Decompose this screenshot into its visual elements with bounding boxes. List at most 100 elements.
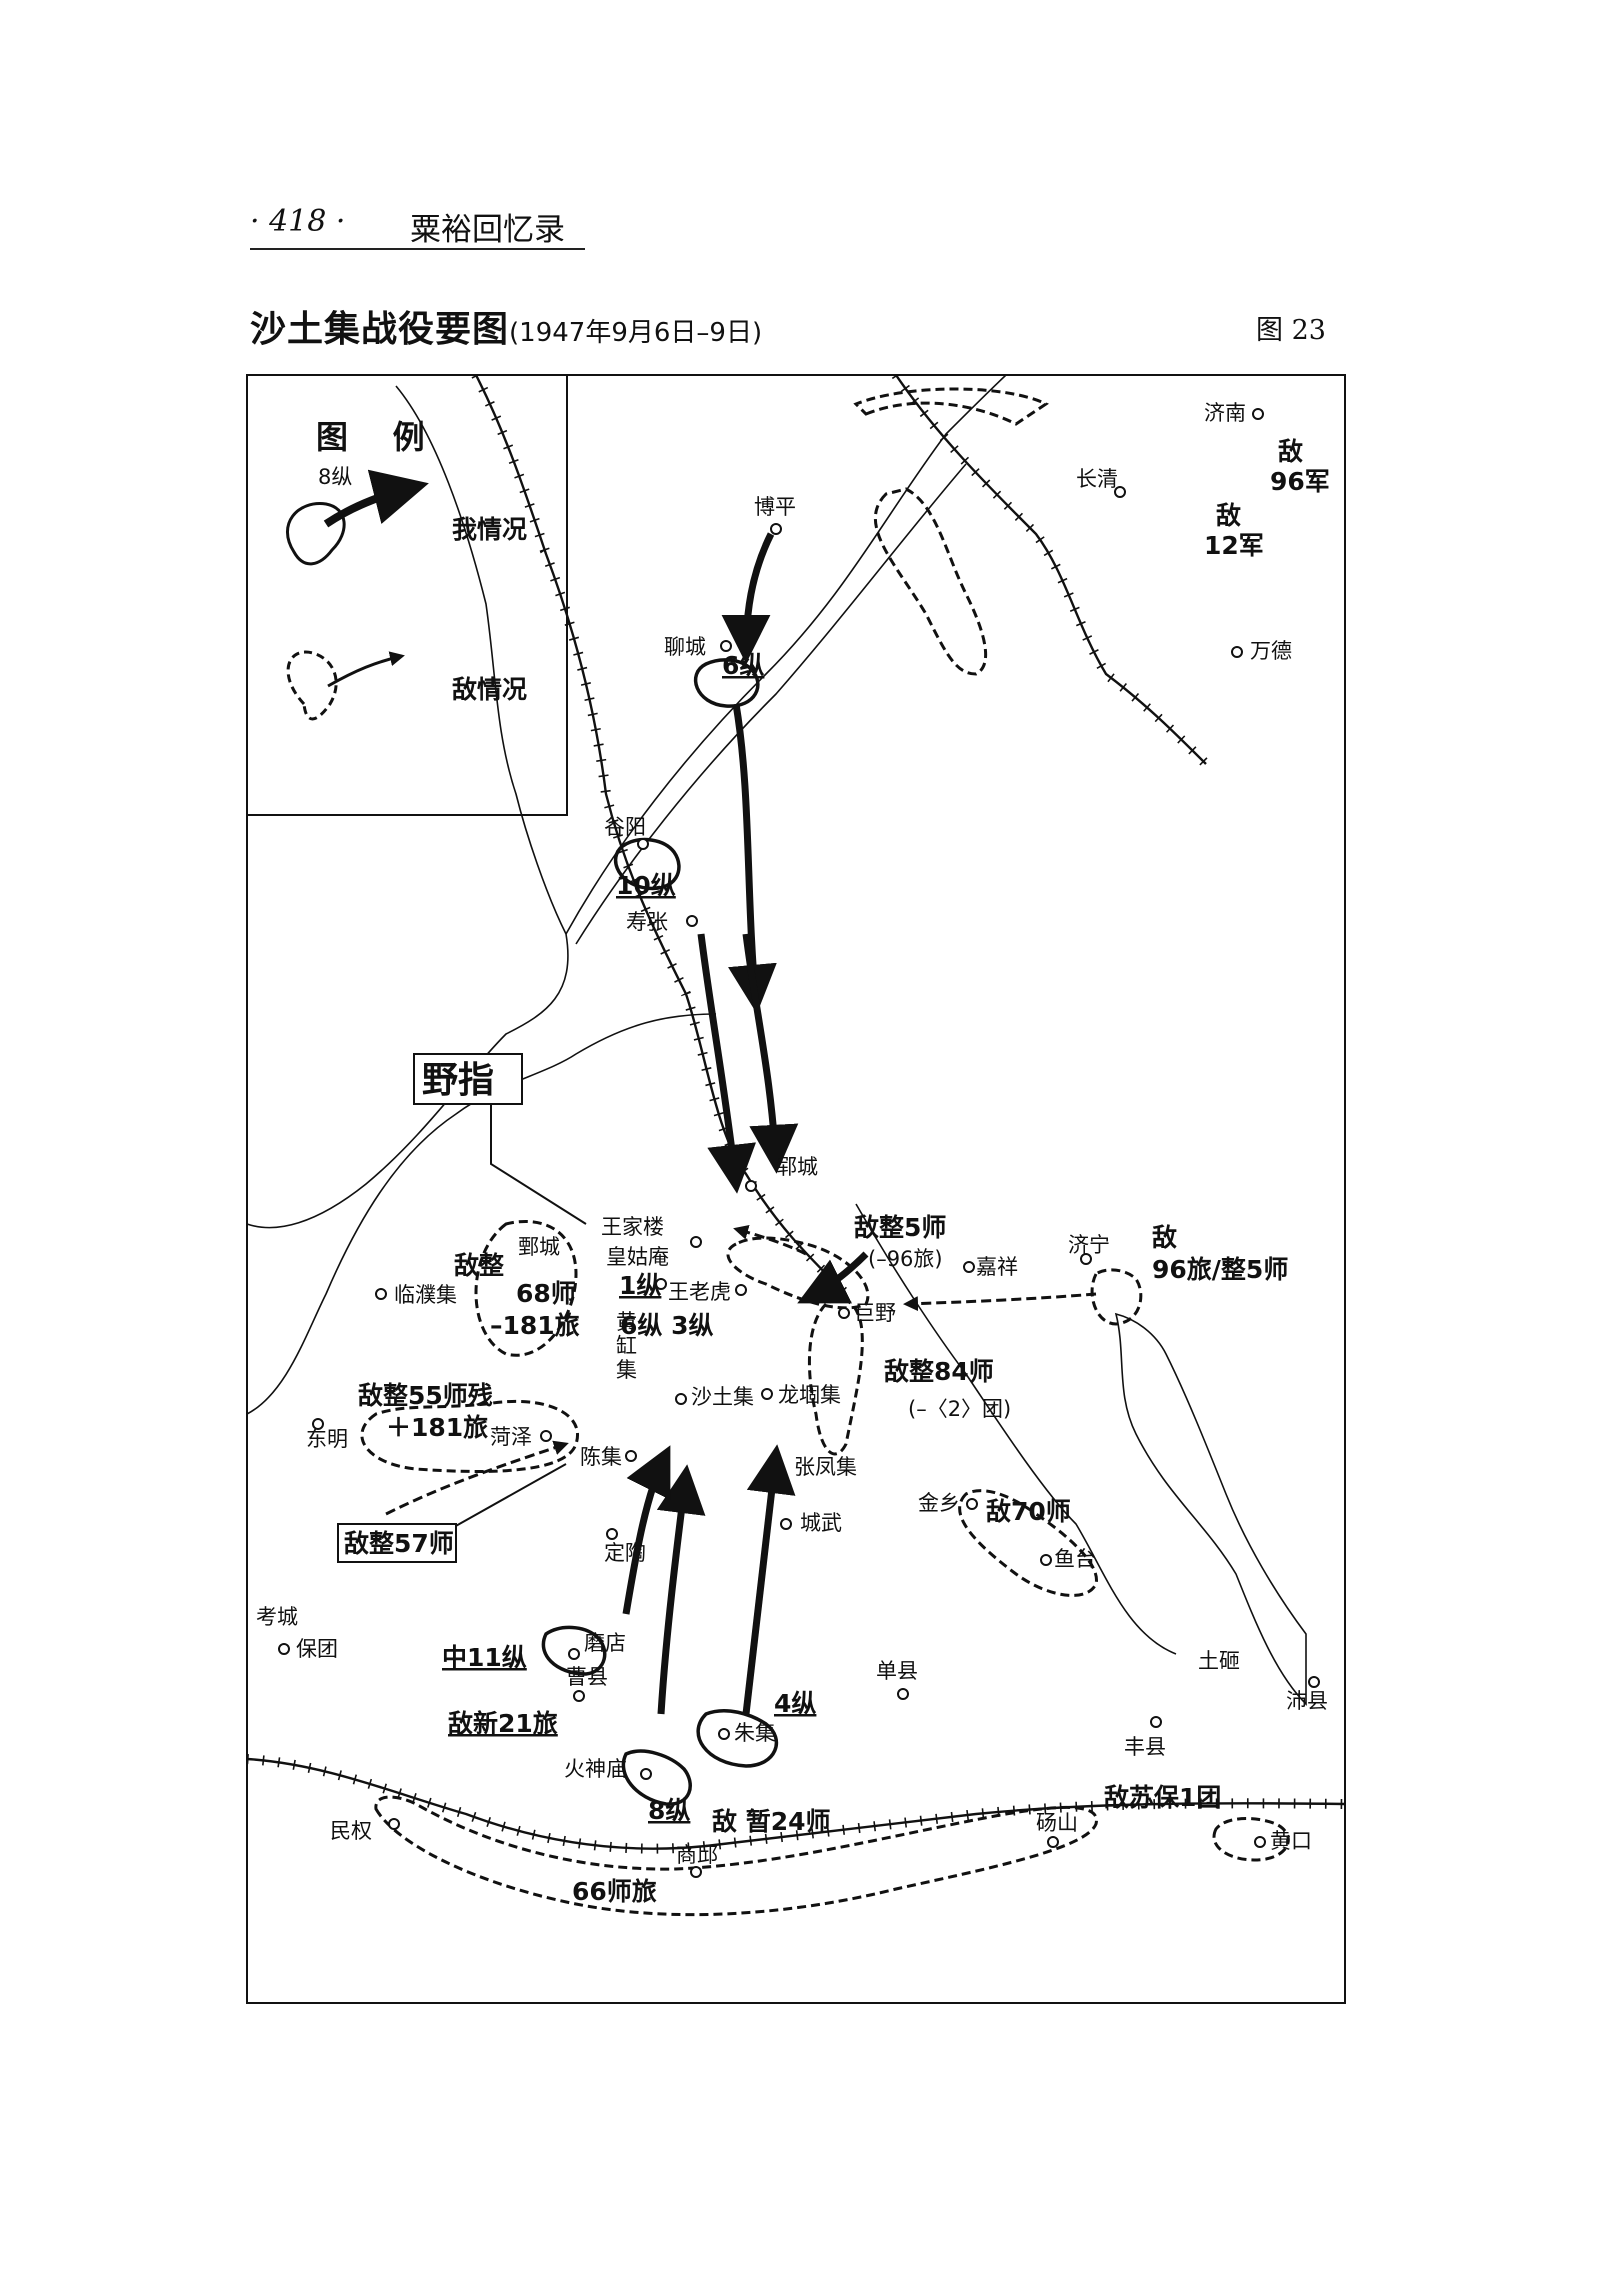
fengxian-marker <box>1150 1716 1162 1728</box>
place-shanxian: 单县 <box>876 1659 918 1683</box>
arrow-57shi <box>385 1440 569 1516</box>
place-liaocheng: 聊城 <box>664 635 706 659</box>
place-baotuan: 保团 <box>296 1637 338 1661</box>
57shi-box <box>337 1523 457 1563</box>
liaocheng-marker <box>720 640 732 652</box>
place-chenji: 陈集 <box>580 1445 622 1469</box>
place-huoshen: 火神庙 <box>564 1757 627 1781</box>
place-longgu: 龙堌集 <box>778 1383 841 1407</box>
57shi-label: 敌整57师 <box>344 1529 454 1558</box>
arrow-5shi <box>733 1225 807 1256</box>
place-boping: 博平 <box>754 495 796 519</box>
boping-marker <box>770 523 782 535</box>
shouzhang-marker <box>686 915 698 927</box>
enemy-55shi-outline <box>360 1399 579 1473</box>
place-linpu: 临濮集 <box>394 1283 457 1307</box>
zhuji-marker <box>718 1728 730 1740</box>
place-modian: 磨店 <box>584 1631 626 1655</box>
wangjialou-marker <box>690 1236 702 1248</box>
unit-enemy-xin21: 敌新21旅 <box>448 1709 558 1738</box>
enemy-70shi-outline <box>958 1489 1098 1597</box>
dingtao-marker <box>606 1528 618 1540</box>
enemy-96lv-outline <box>1090 1268 1143 1326</box>
place-wangjialou: 王家楼 <box>601 1215 664 1239</box>
place-jinan: 济南 <box>1204 401 1246 425</box>
z4-outline <box>696 1709 778 1768</box>
unit-enemy-66shi: 66师旅 <box>572 1877 657 1906</box>
wande-marker <box>1231 646 1243 658</box>
dangshan-marker <box>1047 1836 1059 1848</box>
modian-marker <box>568 1648 580 1660</box>
place-tushan: 土砸 <box>1198 1649 1240 1673</box>
caoxian-marker <box>573 1690 585 1702</box>
battle-map: 图 例 8纵 我情况 敌情况 <box>246 374 1346 2004</box>
place-caoxian: 曹县 <box>566 1665 608 1689</box>
map-date: (1947年9月6日–9日) <box>509 318 763 348</box>
arrow-caoxian-north <box>622 1445 671 1615</box>
dongming-marker <box>312 1418 324 1430</box>
legend-friendly-arrow <box>323 469 429 528</box>
arrow-z6-south-2 <box>742 933 799 1174</box>
unit-enemy-subao: 敌苏保1团 <box>1104 1783 1221 1812</box>
huoshen-marker <box>640 1768 652 1780</box>
huanggu-marker <box>655 1278 667 1290</box>
yellow-river-west <box>246 385 569 1229</box>
legend-frame <box>246 374 568 816</box>
place-changqing: 长清 <box>1076 467 1118 491</box>
unit-enemy-96jun-1: 敌 <box>1278 437 1303 466</box>
west-road <box>246 1013 717 1415</box>
map-frame <box>246 374 1346 2004</box>
place-jiaxiang: 嘉祥 <box>976 1255 1018 1279</box>
jinan-marker <box>1252 408 1264 420</box>
railway-jinpu <box>895 374 1207 765</box>
place-dangshan: 砀山 <box>1036 1811 1078 1835</box>
unit-enemy-zan24: 敌 暂24师 <box>712 1807 831 1836</box>
legend-title: 图 例 <box>316 418 425 456</box>
enemy-arrows <box>385 1225 1097 1516</box>
railway-jinpu-ticks <box>891 374 1210 768</box>
place-jinxiang: 金乡 <box>918 1491 960 1515</box>
enemy-positions <box>360 387 1290 1917</box>
place-huangzheng-2: 缸 <box>616 1334 637 1358</box>
place-fengxian: 丰县 <box>1124 1735 1166 1759</box>
unit-enemy-70shi: 敌70师 <box>986 1497 1071 1526</box>
enemy-68shi-outline <box>474 1219 578 1357</box>
unit-enemy-96lv-2: 96旅/整5师 <box>1152 1255 1288 1284</box>
page-header: · 418 · 粟裕回忆录 <box>250 200 585 250</box>
legend: 图 例 8纵 我情况 敌情况 <box>246 374 568 816</box>
place-huangkou: 黄口 <box>1270 1829 1312 1853</box>
enemy-96jun-outline <box>853 387 1049 426</box>
wanglaohu-marker <box>735 1284 747 1296</box>
unit-enemy-68shi-2: 68师 <box>516 1279 576 1308</box>
place-heze: 菏泽 <box>490 1425 532 1449</box>
unit-z6-z3: 6纵 3纵 <box>620 1311 714 1340</box>
place-huangzheng: 黄 缸 集 <box>616 1310 644 1382</box>
longgu-marker <box>761 1388 773 1400</box>
place-chengwu: 城武 <box>800 1511 842 1535</box>
arrow-jingpu-converge <box>797 1251 869 1304</box>
chenji-marker <box>625 1450 637 1462</box>
unit-z8: 8纵 <box>648 1796 690 1825</box>
peixian-marker <box>1308 1676 1320 1688</box>
legend-enemy-label: 敌情况 <box>452 675 527 704</box>
z8-outline <box>621 1749 692 1806</box>
place-huangzheng-1: 黄 <box>616 1310 637 1334</box>
place-dongming: 东明 <box>306 1427 348 1451</box>
unit-enemy-68shi-3: –181旅 <box>490 1311 580 1340</box>
legend-friendly-unit: 8纵 <box>318 465 352 489</box>
place-labels: 博平 聊城 谷阳 寿张 郓城 王家楼 皇姑庵 王老虎 沙土集 龙堌集 巨野 嘉祥… <box>256 401 1328 1867</box>
enemy-12jun-outline <box>873 487 987 676</box>
place-juancheng-n: 郓城 <box>776 1155 818 1179</box>
map-title: 沙土集战役要图(1947年9月6日–9日) <box>250 300 762 352</box>
enemy-subao-outline <box>1212 1817 1290 1862</box>
juye-marker <box>838 1307 850 1319</box>
town-markers <box>278 408 1320 1878</box>
shatuji-marker <box>675 1393 687 1405</box>
place-minquan: 民权 <box>330 1819 372 1843</box>
place-wanglaohu: 王老虎 <box>668 1280 731 1304</box>
arrow-z4-north <box>742 1444 796 1715</box>
place-huangzheng-3: 集 <box>616 1358 637 1382</box>
jining-marker <box>1080 1253 1092 1265</box>
shangqiu-marker <box>690 1866 702 1878</box>
enemy-zan24-outline <box>374 1795 1098 1917</box>
